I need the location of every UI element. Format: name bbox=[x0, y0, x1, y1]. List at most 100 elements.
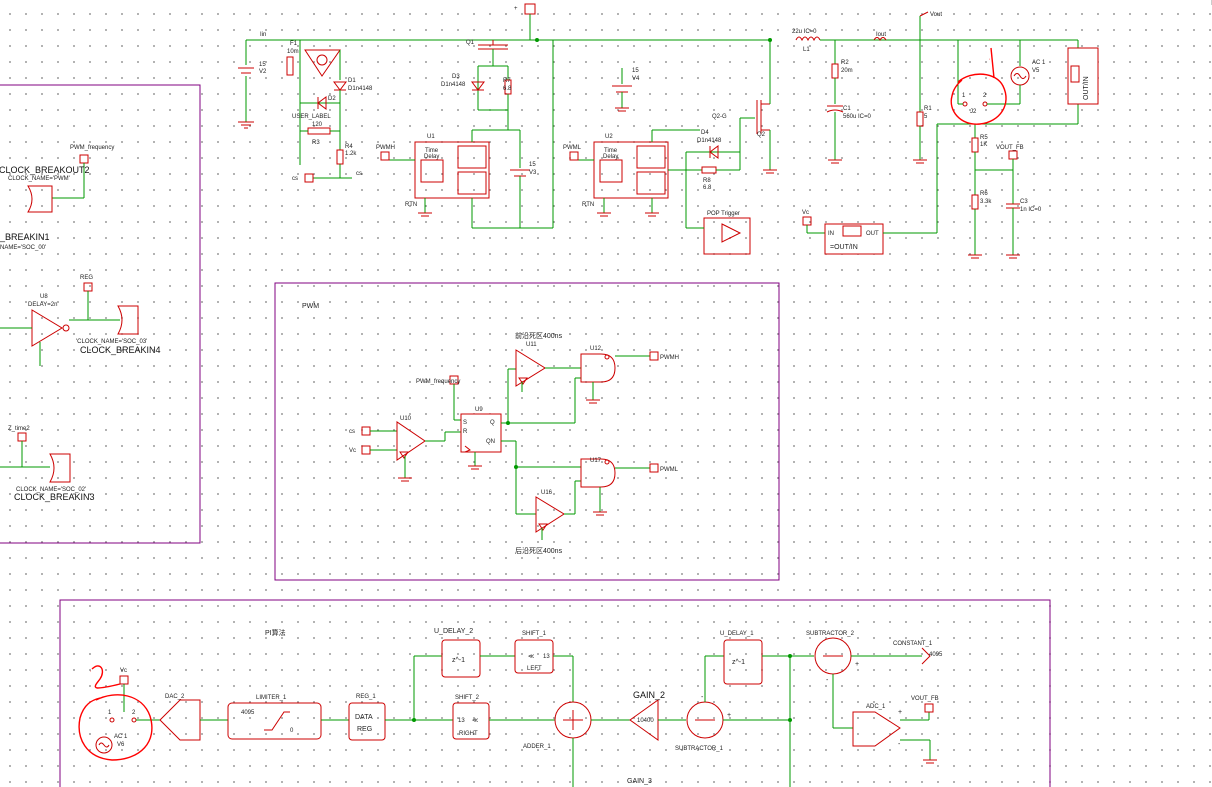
r7-resistor[interactable]: R7 6.8 bbox=[503, 78, 512, 130]
shift2-label: SHIFT_2 bbox=[455, 695, 480, 701]
r6-value: 3.3k bbox=[980, 199, 992, 205]
cs-label-pwm: cs bbox=[349, 429, 355, 435]
v4-source[interactable]: 15 V4 bbox=[612, 68, 640, 112]
adc-plus: + bbox=[898, 709, 902, 716]
pwml-port-label: PWML bbox=[563, 145, 582, 151]
r4-resistor[interactable]: R4 1.2k bbox=[336, 144, 357, 178]
u17-and-gate[interactable]: U17 bbox=[580, 458, 616, 488]
u9-r: R bbox=[463, 429, 468, 435]
v2-source[interactable]: 15 V2 bbox=[238, 40, 267, 129]
u17-name: U17 bbox=[590, 458, 602, 464]
vout-fb-port-pi[interactable] bbox=[924, 703, 934, 713]
adc-block[interactable]: ADC_1 + - bbox=[852, 704, 902, 748]
v2-value: 15 bbox=[259, 62, 266, 68]
pwmh-port[interactable] bbox=[380, 151, 390, 161]
u16-buffer[interactable]: U16 bbox=[535, 490, 565, 533]
gain2-block[interactable]: GAIN_2 10400 bbox=[629, 690, 665, 741]
c3-name: C3 bbox=[1020, 199, 1028, 205]
u1-driver[interactable]: Time Delay U1 bbox=[414, 134, 490, 199]
pop-trigger[interactable]: POP Trigger bbox=[703, 211, 751, 255]
pwm-frequency-port-left[interactable] bbox=[79, 154, 89, 164]
vc-port-pwm[interactable] bbox=[361, 445, 371, 455]
vout-fb-port[interactable] bbox=[1008, 150, 1018, 160]
l1-inductor[interactable]: 22u IC=0 L1 bbox=[792, 29, 821, 53]
vc-port-top[interactable] bbox=[802, 216, 812, 226]
u10-comparator[interactable]: U10 bbox=[396, 416, 426, 461]
u9-sr-latch[interactable]: S R Q QN U9 bbox=[460, 407, 502, 453]
clock-breakin3-symbol[interactable] bbox=[49, 453, 71, 483]
q2-mosfet[interactable]: Q2 bbox=[756, 100, 770, 138]
limiter-block[interactable]: LIMITER_1 4095 0 bbox=[227, 695, 322, 740]
r8-resistor[interactable]: R8 6.8 bbox=[701, 166, 740, 191]
annotation-mark1: 1 bbox=[989, 59, 991, 61]
u-delay1-label: U_DELAY_1 bbox=[720, 631, 754, 637]
z-time2-port[interactable] bbox=[17, 432, 27, 442]
d2-diode[interactable]: D2 USER_LABEL bbox=[292, 90, 341, 150]
r2-resistor[interactable]: R2 20m bbox=[831, 40, 853, 104]
r4-name: R4 bbox=[345, 144, 353, 150]
c3-capacitor[interactable]: C3 1n IC=0 bbox=[1006, 199, 1042, 259]
q1-mosfet[interactable]: Q1 bbox=[466, 40, 508, 66]
v3-source[interactable]: 15 V3 bbox=[510, 162, 537, 228]
v5-ac-source[interactable]: AC 1 V5 bbox=[1010, 60, 1046, 86]
u2-driver[interactable]: Time Delay U2 bbox=[593, 134, 669, 199]
d1-diode[interactable]: D1 D1n4148 bbox=[333, 50, 373, 92]
u-delay2-block[interactable]: U_DELAY_2 z^-1 bbox=[434, 628, 481, 678]
z-time2-label: Z_time2 bbox=[8, 426, 30, 432]
cs-port[interactable] bbox=[304, 173, 314, 183]
r5-resistor[interactable]: R5 1K bbox=[971, 124, 988, 195]
d3-diode[interactable]: D3 D1n4148 bbox=[441, 66, 485, 110]
probe-top[interactable] bbox=[524, 3, 536, 15]
j2-injection-switch[interactable]: 1 2 J2 bbox=[962, 93, 988, 115]
adder-block[interactable]: ADDER_1 bbox=[523, 701, 592, 750]
u1-rtn: RTN bbox=[405, 202, 417, 208]
constant-block[interactable] bbox=[921, 647, 931, 665]
d4-diode[interactable]: D4 D1n4148 bbox=[685, 130, 740, 228]
vc-port-pi[interactable] bbox=[119, 675, 129, 685]
shift2-block[interactable]: SHIFT_2 13 ≪ RIGHT bbox=[452, 695, 490, 740]
breakin1-label: _BREAKIN1 bbox=[0, 232, 50, 242]
d2-name: D2 bbox=[328, 96, 336, 102]
d1-name: D1 bbox=[348, 78, 356, 84]
vout-fb-label-pi: VOUT_FB bbox=[911, 696, 939, 702]
adder-label: ADDER_1 bbox=[523, 744, 551, 750]
pwm-title: PWM bbox=[302, 303, 319, 310]
reg-port-left[interactable] bbox=[83, 282, 93, 292]
r1-name: R1 bbox=[924, 106, 932, 112]
r6-resistor[interactable]: R6 3.3k bbox=[968, 191, 992, 259]
q1-name: Q1 bbox=[466, 40, 475, 46]
u-delay1-z: z^-1 bbox=[732, 659, 745, 666]
pwml-port[interactable] bbox=[569, 151, 579, 161]
pwml-out-port[interactable] bbox=[649, 463, 659, 473]
c1-capacitor[interactable]: C1 560u IC=0 bbox=[826, 105, 872, 164]
gain2-value: 10400 bbox=[637, 718, 654, 724]
iout-probe[interactable]: Iout bbox=[873, 32, 887, 41]
r1-resistor[interactable]: R1 5 bbox=[913, 40, 932, 164]
u12-and-gate[interactable]: U12 bbox=[580, 346, 616, 383]
r7-name: R7 bbox=[503, 78, 511, 84]
f1-fuse[interactable]: F1 10m bbox=[286, 41, 341, 77]
dac-block[interactable]: DAC_2 bbox=[159, 694, 201, 741]
f1-value: 10m bbox=[287, 49, 299, 55]
meter-out-label: OUT bbox=[866, 231, 879, 237]
v6-ac-source[interactable]: 1 2 AC 1 V6 bbox=[95, 710, 137, 754]
out-in-probe-vertical[interactable]: OUT/IN bbox=[1067, 47, 1099, 105]
subtractor1-block[interactable]: SUBTRACTOR_1 - + bbox=[675, 694, 731, 752]
u11-buffer[interactable]: U11 bbox=[515, 342, 546, 387]
vc-label-pi: Vc bbox=[120, 668, 127, 674]
u-delay1-block[interactable]: U_DELAY_1 z^-1 bbox=[720, 631, 763, 685]
out-in-meter[interactable]: IN OUT =OUT/IN bbox=[824, 223, 884, 255]
clock-breakout2-symbol[interactable] bbox=[27, 185, 53, 213]
c3-value: 1n IC=0 bbox=[1020, 207, 1042, 213]
clock-breakin4-symbol[interactable] bbox=[117, 305, 139, 335]
u2-name: U2 bbox=[605, 134, 613, 140]
pwmh-out-port[interactable] bbox=[649, 351, 659, 361]
v6-pin2: 2 bbox=[132, 710, 136, 716]
cs-port-pwm[interactable] bbox=[361, 426, 371, 436]
u8-buffer[interactable] bbox=[31, 309, 63, 347]
shift1-block[interactable]: SHIFT_1 ≪ 13 LEFT bbox=[514, 631, 554, 674]
data-reg-block[interactable]: REG_1 DATA REG bbox=[348, 694, 386, 741]
r3-resistor[interactable]: 120 R3 bbox=[300, 122, 340, 146]
